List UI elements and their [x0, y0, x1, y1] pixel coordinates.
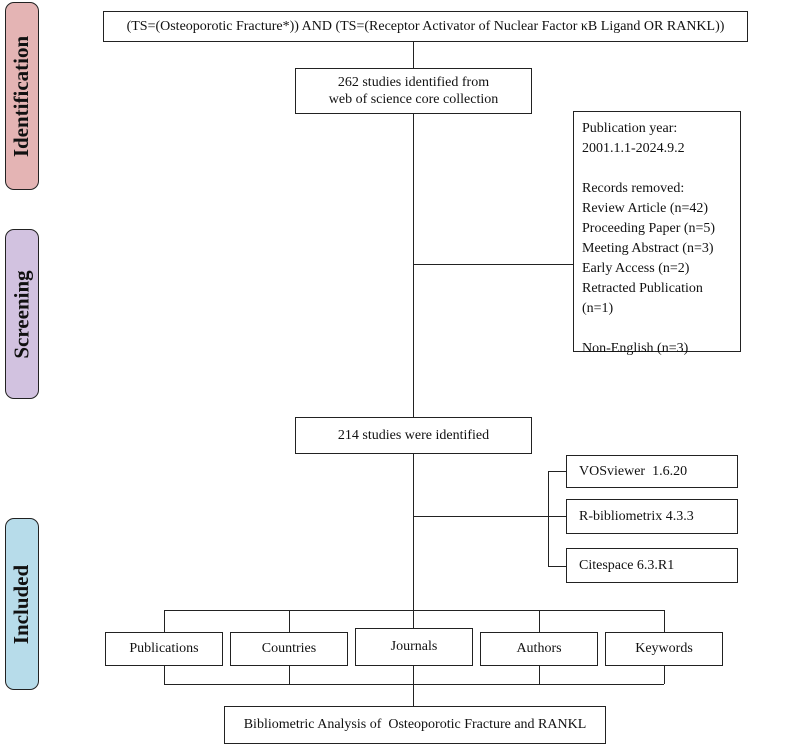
removed-item: Meeting Abstract (n=3): [582, 241, 714, 256]
stage-identification-label: Identification: [9, 35, 34, 157]
connector-cat-1-top: [164, 610, 165, 632]
query-box: (TS=(Osteoporotic Fracture*)) AND (TS=(R…: [103, 11, 748, 42]
tool-label: R-bibliometrix 4.3.3: [579, 508, 694, 524]
stage-identification: Identification: [5, 2, 39, 190]
stage-included-label: Included: [9, 564, 34, 644]
category-keywords: Keywords: [605, 632, 723, 666]
tool-bibliometrix-box: R-bibliometrix 4.3.3: [566, 499, 738, 534]
connector-main-trunk: [413, 114, 414, 417]
publication-year-range: 2001.1.1-2024.9.2: [582, 141, 685, 156]
tool-label: VOSviewer 1.6.20: [579, 463, 688, 479]
query-text: (TS=(Osteoporotic Fracture*)) AND (TS=(R…: [126, 18, 725, 34]
stage-screening: Screening: [5, 229, 39, 399]
identified-line-2: web of science core collection: [328, 92, 499, 107]
removed-item: Proceeding Paper (n=5): [582, 221, 716, 236]
connector-cat-2-top: [289, 610, 290, 632]
category-publications: Publications: [105, 632, 223, 666]
connector-to-tools: [413, 454, 414, 632]
records-removed-label: Records removed:: [582, 181, 685, 196]
connector-tool-1: [548, 471, 566, 472]
connector-categories-bottom: [164, 684, 664, 685]
connector-categories-top: [164, 610, 664, 611]
removed-item: Retracted Publication (n=1): [582, 281, 703, 316]
stage-included: Included: [5, 518, 39, 690]
final-count-box: 214 studies were identified: [295, 417, 532, 454]
category-label: Authors: [516, 641, 562, 657]
stage-screening-label: Screening: [9, 269, 34, 359]
connector-tool-2: [548, 516, 566, 517]
connector-cat-2-bottom: [289, 666, 290, 684]
connector-query-to-identified: [413, 42, 414, 68]
final-count-text: 214 studies were identified: [337, 427, 490, 443]
tool-citespace-box: Citespace 6.3.R1: [566, 548, 738, 583]
tool-vosviewer-box: VOSviewer 1.6.20: [566, 455, 738, 488]
category-label: Keywords: [635, 641, 693, 657]
connector-cat-4-top: [539, 610, 540, 632]
connector-tool-3: [548, 566, 566, 567]
publication-year-label: Publication year:: [582, 121, 678, 136]
category-authors: Authors: [480, 632, 598, 666]
category-label: Countries: [261, 641, 317, 657]
category-label: Journals: [390, 639, 438, 655]
connector-cat-3-bottom: [413, 666, 414, 706]
result-text: Bibliometric Analysis of Osteoporotic Fr…: [243, 717, 587, 733]
connector-cat-5-bottom: [664, 666, 665, 684]
identified-box: 262 studies identified from web of scien…: [295, 68, 532, 114]
tool-label: Citespace 6.3.R1: [579, 557, 675, 573]
connector-tools-bracket: [548, 471, 549, 566]
connector-cat-4-bottom: [539, 666, 540, 684]
result-box: Bibliometric Analysis of Osteoporotic Fr…: [224, 706, 606, 744]
connector-to-exclusion: [413, 264, 573, 265]
identified-line-1: 262 studies identified from: [337, 74, 490, 90]
category-label: Publications: [129, 641, 199, 657]
connector-cat-5-top: [664, 610, 665, 632]
connector-tools-branch: [413, 516, 548, 517]
category-journals: Journals: [355, 628, 473, 666]
category-countries: Countries: [230, 632, 348, 666]
exclusion-box: Publication year: 2001.1.1-2024.9.2 Reco…: [573, 111, 741, 356]
removed-item: Early Access (n=2): [582, 261, 690, 276]
removed-item: Review Article (n=42): [582, 201, 709, 216]
non-english-item: Non-English (n=3): [582, 341, 689, 356]
connector-cat-1-bottom: [164, 666, 165, 684]
